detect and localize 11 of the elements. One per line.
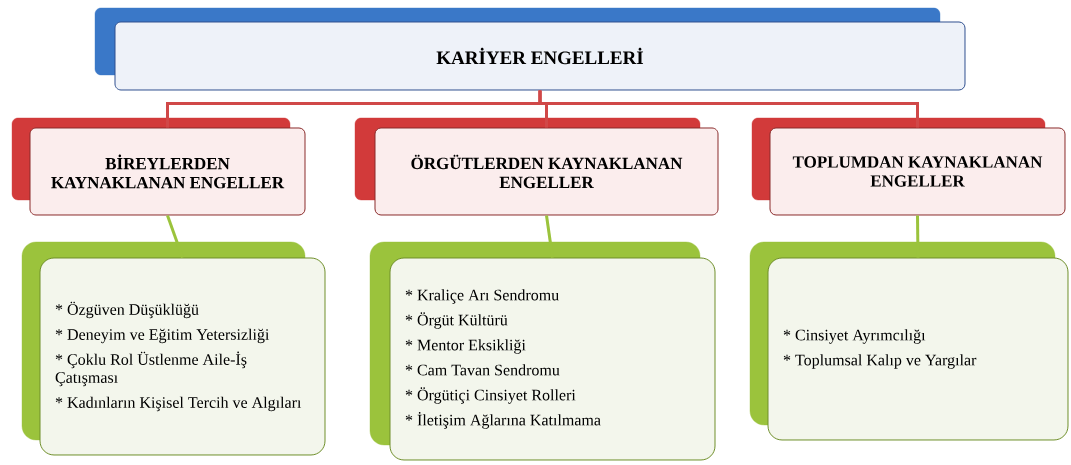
connector-line	[166, 215, 184, 258]
title-box: KARİYER ENGELLERİ	[94, 7, 966, 91]
list-box: * Cinsiyet Ayrımcılığı * Toplumsal Kalıp ve Yargılar	[749, 241, 1069, 441]
connector-line	[545, 215, 554, 258]
list-box: * Özgüven Düşüklüğü * Deneyim ve Eğitim Yetersizliği * Çoklu Rol Üstlenme Aile-İş Çatışması * Kadınların Kişisel Tercih ve Algıları	[21, 241, 326, 456]
connector-line	[916, 215, 920, 258]
category-box: TOPLUMDAN KAYNAKLANAN ENGELLER	[751, 117, 1066, 216]
list-box: * Kraliçe Arı Sendromu * Örgüt Kültürü * Mentor Eksikliği * Cam Tavan Sendromu * Örgütiçi Cinsiyet Rolleri * İletişim Ağlarına Katılmama	[369, 241, 716, 461]
category-box: BİREYLERDEN KAYNAKLANAN ENGELLER	[11, 117, 306, 216]
category-box: ÖRGÜTLERDEN KAYNAKLANAN ENGELLER	[354, 117, 719, 216]
connector-line	[538, 90, 919, 128]
